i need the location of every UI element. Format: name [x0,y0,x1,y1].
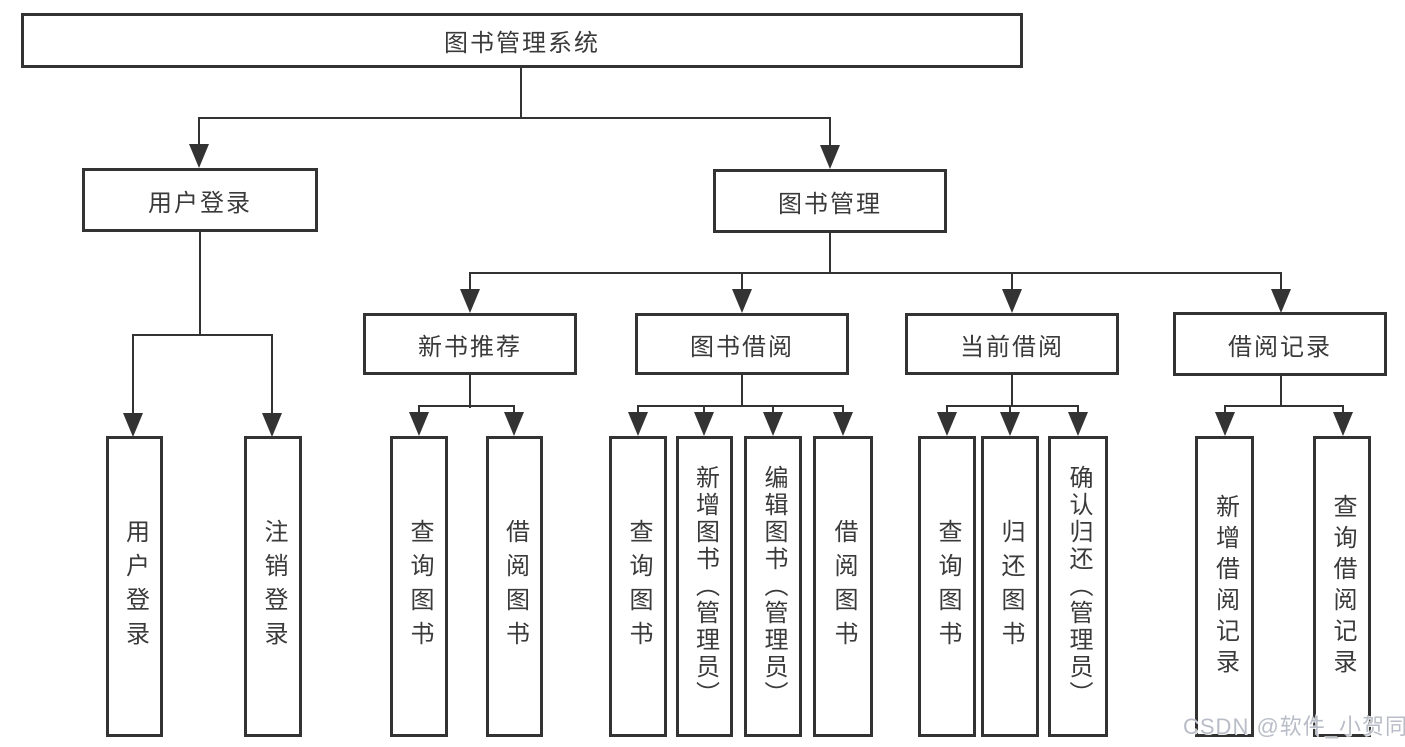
node-root-label: 图书管理系统 [444,30,600,57]
leaf-return-book: 归还图书 [981,436,1039,737]
leaf-query-borrow-record-label: 查询借阅记录 [1329,493,1356,680]
connector-line [703,405,705,415]
connector-line [1280,272,1282,292]
connector-line [198,117,200,145]
connector-line [469,272,471,292]
arrow-down-icon [937,412,957,436]
arrow-down-icon [763,412,783,436]
node-user-login: 用户登录 [82,168,318,232]
leaf-borrow-books-recommend: 借阅图书 [486,436,543,737]
connector-line [842,405,844,415]
leaf-confirm-return-admin-label: 确认归还（管理员） [1065,465,1092,708]
leaf-query-books-current-label: 查询图书 [934,518,961,655]
leaf-add-borrow-record: 新增借阅记录 [1195,436,1254,737]
connector-line [418,405,515,407]
node-user-login-label: 用户登录 [148,189,252,217]
leaf-borrow-books-borrowing-label: 借阅图书 [830,518,857,655]
connector-line [469,375,471,408]
node-book-borrowing: 图书借阅 [635,313,849,375]
node-current-borrowing: 当前借阅 [905,313,1119,375]
node-root: 图书管理系统 [21,13,1023,68]
leaf-add-book-admin-label: 新增图书（管理员） [691,465,719,708]
connector-line [829,117,831,145]
arrow-down-icon [409,412,429,436]
connector-line [469,272,1282,274]
node-new-book-recommend-label: 新书推荐 [418,333,522,361]
node-new-book-recommend: 新书推荐 [363,313,577,375]
connector-line [1342,405,1344,415]
arrow-down-icon [189,144,209,168]
arrow-down-icon [732,289,752,313]
watermark: CSDN @软件_小贺同学 [1183,714,1405,739]
connector-line [132,334,134,414]
leaf-add-book-admin: 新增图书（管理员） [676,436,733,737]
leaf-user-login: 用户登录 [106,436,163,737]
connector-line [1009,405,1011,415]
arrow-down-icon [1215,412,1235,436]
connector-line [637,405,844,407]
connector-line [637,405,639,415]
leaf-user-login-label: 用户登录 [121,518,149,655]
leaf-borrow-books-borrowing: 借阅图书 [813,436,873,737]
arrow-down-icon [1002,289,1022,313]
arrow-down-icon [820,145,840,169]
arrow-down-icon [504,412,524,436]
leaf-edit-book-admin-label: 编辑图书（管理员） [760,465,787,708]
connector-line [946,405,1079,407]
leaf-edit-book-admin: 编辑图书（管理员） [744,436,802,737]
connector-line [520,68,522,118]
connector-line [1077,405,1079,415]
connector-line [1011,272,1013,292]
node-borrow-records-label: 借阅记录 [1228,333,1332,361]
leaf-confirm-return-admin: 确认归还（管理员） [1048,436,1108,737]
arrow-down-icon [262,413,282,437]
leaf-query-books-borrowing: 查询图书 [609,436,667,737]
node-current-borrowing-label: 当前借阅 [960,333,1064,361]
node-book-management-label: 图书管理 [778,190,882,218]
leaf-query-books-recommend: 查询图书 [390,436,448,737]
node-book-borrowing-label: 图书借阅 [690,333,794,361]
connector-line [829,233,831,274]
connector-line [1224,405,1226,415]
leaf-return-book-label: 归还图书 [997,518,1024,655]
connector-line [199,232,201,336]
connector-line [132,334,273,336]
connector-line [741,375,743,407]
arrow-down-icon [460,289,480,313]
connector-line [198,117,831,119]
arrow-down-icon [1271,289,1291,313]
connector-line [513,405,515,415]
leaf-logout: 注销登录 [244,436,302,737]
leaf-add-borrow-record-label: 新增借阅记录 [1211,493,1239,680]
connector-line [946,405,948,415]
arrow-down-icon [833,412,853,436]
arrow-down-icon [628,412,648,436]
connector-line [1224,405,1344,407]
connector-line [741,272,743,292]
arrow-down-icon [694,412,714,436]
leaf-query-books-current: 查询图书 [918,436,976,737]
node-book-management: 图书管理 [713,169,947,233]
connector-line [1011,375,1013,407]
connector-line [772,405,774,415]
arrow-down-icon [1333,412,1353,436]
leaf-query-books-recommend-label: 查询图书 [406,518,433,655]
arrow-down-icon [1000,412,1020,436]
leaf-logout-label: 注销登录 [260,518,287,655]
node-borrow-records: 借阅记录 [1173,312,1387,376]
arrow-down-icon [1068,412,1088,436]
connector-line [271,334,273,414]
arrow-down-icon [123,413,143,437]
connector-line [1280,376,1282,407]
leaf-query-borrow-record: 查询借阅记录 [1313,436,1371,737]
connector-line [418,405,420,415]
leaf-borrow-books-recommend-label: 借阅图书 [501,518,529,655]
leaf-query-books-borrowing-label: 查询图书 [625,518,652,655]
